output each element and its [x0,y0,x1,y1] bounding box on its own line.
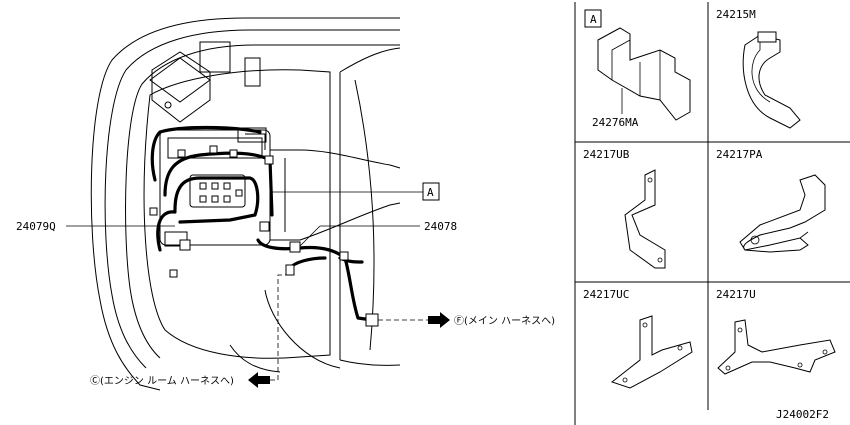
engine-harness [149,125,379,327]
part-label-24217ub: 24217UB [583,148,630,161]
part-label-24217u: 24217U [716,288,756,301]
arrow-left-icon [248,372,270,388]
vehicle-outline [90,17,401,391]
part-24217ub [624,169,666,269]
part-label-24215m: 24215M [716,8,756,21]
part-24217uc [610,315,693,389]
part-24217pa [739,174,826,253]
callout-a-label: A [427,186,434,199]
to-main-harness-label: Ⓕ(メイン ハーネスへ) [454,315,555,327]
drawing-id: J24002F2 [776,408,829,421]
callout-box-a [422,182,440,201]
to-engine-room-harness-label: Ⓒ(エンジン ルーム ハーネスへ) [90,375,234,387]
part-24215m [742,31,801,129]
label-24078: 24078 [424,220,457,233]
arrow-right-icon [428,312,450,328]
cell-1-callout-letter: A [590,13,597,26]
leaders [66,182,440,381]
part-24217u [717,319,836,375]
label-24079q: 24079Q [16,220,56,233]
parts-grid [574,2,850,425]
cell-a-box [584,9,602,28]
part-label-24217uc: 24217UC [583,288,629,301]
part-label-24217pa: 24217PA [716,148,763,161]
engine-assembly [159,127,401,247]
part-label-24276ma: 24276MA [592,116,639,129]
part-24276ma [584,9,691,121]
